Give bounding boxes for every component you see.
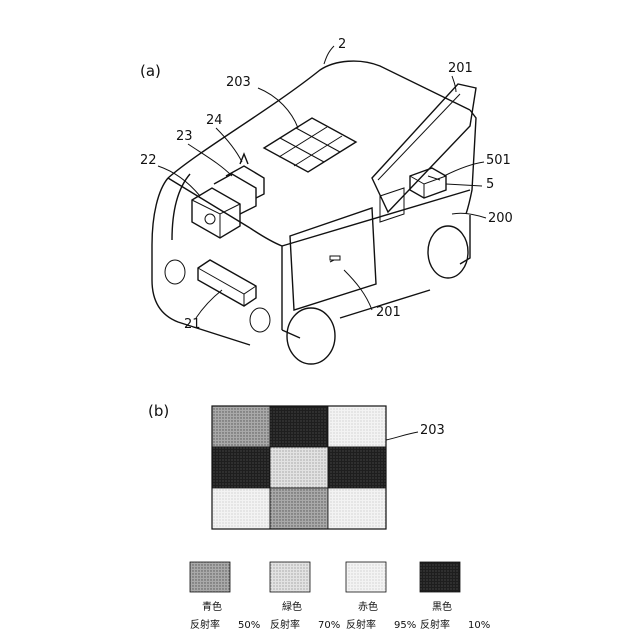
callout-grid: 203	[420, 423, 445, 438]
legend-reflect-value-red: 95%	[394, 620, 416, 631]
callout-camera-23: 23	[176, 129, 193, 144]
callout-bar-21: 21	[184, 317, 201, 332]
legend-reflect-label-red: 反射率	[346, 618, 376, 631]
grid-cell-green	[270, 447, 328, 488]
callouts-panel-a: 2 201 203 24 23 22 501 5 200 201 21	[140, 37, 513, 332]
legend-name-blue: 青色	[202, 600, 222, 613]
legend-swatch-blue	[190, 562, 230, 592]
callout-camera-22: 22	[140, 153, 157, 168]
legend-reflect-value-green: 70%	[318, 620, 340, 631]
grid-cell-black	[270, 406, 328, 447]
legend: 青色反射率 50% 緑色反射率 70% 赤色反射率 95% 黒色反射率 10%	[190, 562, 490, 631]
panel-b-label: (b)	[148, 402, 169, 420]
vehicle-drawing	[152, 61, 476, 364]
callout-camera-24: 24	[206, 113, 223, 128]
grid-cell-blue	[270, 488, 328, 529]
panel-a-label: (a)	[140, 62, 161, 80]
grid-cell-black	[328, 447, 386, 488]
legend-name-black: 黒色	[432, 600, 452, 613]
legend-swatch-green	[270, 562, 310, 592]
grid-cell-blue	[212, 406, 270, 447]
legend-name-green: 緑色	[282, 600, 302, 613]
legend-reflect-value-blue: 50%	[238, 620, 260, 631]
callout-target-board: 203	[226, 75, 251, 90]
callout-unit-5: 5	[486, 177, 494, 192]
legend-reflect-value-black: 10%	[468, 620, 490, 631]
callout-vehicle: 2	[338, 37, 346, 52]
legend-swatch-black	[420, 562, 460, 592]
legend-reflect-label-black: 反射率	[420, 618, 450, 631]
grid-cell-black	[212, 447, 270, 488]
legend-swatch-red	[346, 562, 386, 592]
camera-assembly	[192, 154, 264, 238]
roof-target-board	[264, 118, 356, 172]
legend-name-red: 赤色	[358, 600, 378, 613]
grid-cell-red	[328, 406, 386, 447]
callout-body: 200	[488, 211, 513, 226]
legend-reflect-label-green: 反射率	[270, 618, 300, 631]
callout-door-left: 201	[376, 305, 401, 320]
grid-cell-red	[212, 488, 270, 529]
legend-reflect-label-blue: 反射率	[190, 618, 220, 631]
reflectance-grid	[212, 406, 386, 529]
grid-cell-red	[328, 488, 386, 529]
callout-door-right: 201	[448, 61, 473, 76]
callout-unit-501: 501	[486, 153, 511, 168]
